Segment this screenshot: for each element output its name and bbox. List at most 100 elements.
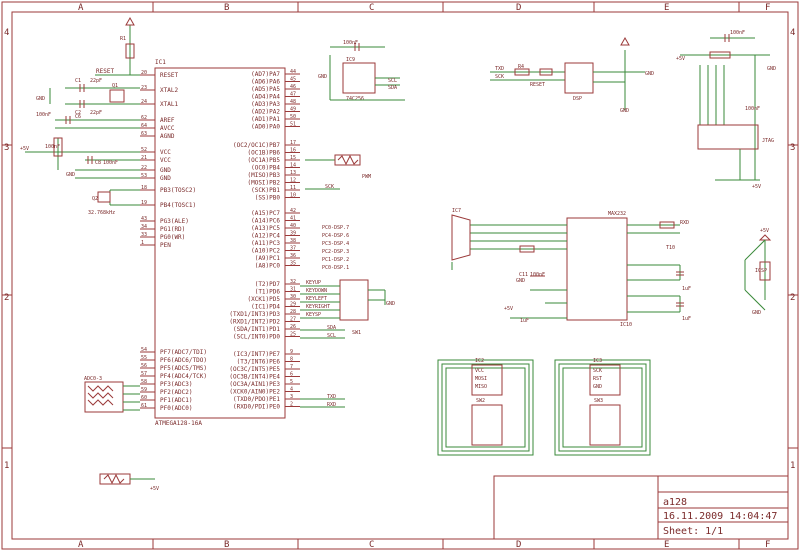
col-label-f-top: F: [765, 3, 770, 13]
ic1-pin-label: (A8)PC0: [255, 263, 281, 270]
ic1-pin-number: 50: [290, 114, 296, 120]
gnd-label-2: GND: [66, 172, 75, 178]
reset-net-label: RESET: [96, 68, 114, 75]
ic1-pin-number: 40: [290, 223, 296, 229]
icsp-label: ICSP: [755, 268, 767, 274]
col-label-c-bottom: C: [369, 540, 374, 550]
ic3-pin-gnd: GND: [593, 384, 602, 390]
c1-label: C1: [75, 78, 81, 84]
net-txd: TXD: [327, 394, 336, 400]
ic1-pin-label: PF4(ADC4/TCK): [160, 373, 207, 380]
ic3-pin-sck: SCK: [593, 368, 602, 374]
ic1-pin-number: 10: [290, 193, 296, 199]
ic1-pin-number: 6: [290, 372, 293, 378]
net-pc-5: PC1-DSP.2: [322, 257, 349, 263]
gnd-label-1: GND: [36, 96, 45, 102]
ic1-pin-label: (OC1B)PB6: [247, 150, 280, 157]
dsp-sck-label: SCK: [495, 74, 504, 80]
col-label-c-top: C: [369, 3, 374, 13]
ic1-pin-label: PG1(RD): [160, 226, 185, 233]
ic1-pin-number: 58: [141, 379, 147, 385]
ic1-pin-number: 54: [141, 347, 147, 353]
aref-caps: 100nF C6: [36, 112, 140, 129]
ic1-pin-number: 62: [141, 115, 147, 121]
q2-label: Q2: [92, 196, 98, 202]
ic1-pin-label: (SS)PB0: [255, 195, 281, 202]
ic10-rxd-label: RXD: [680, 220, 689, 226]
ic1-pin-label: (T1)PD6: [255, 289, 281, 296]
ic1-pin-number: 15: [290, 155, 296, 161]
ic1-pin-label: (AD0)PA0: [251, 124, 280, 131]
row-label-3-left: 3: [4, 143, 9, 153]
ic1-pin-number: 33: [141, 232, 147, 238]
ic1-pin-label: VCC: [160, 149, 171, 156]
net-pc-6: PC0-DSP.1: [322, 265, 349, 271]
pc-net-labels: PC0-DSP.7 PC4-DSP.6 PC3-DSP.4 PC2-DSP.3 …: [322, 225, 349, 271]
ic1-pin-label: (AD5)PA5: [251, 86, 280, 93]
dsp-reset-label: RESET: [530, 82, 545, 88]
ic1-pin-label: PF1(ADC1): [160, 397, 193, 404]
ic1-pin-number: 59: [141, 387, 147, 393]
row-label-2-left: 2: [4, 293, 9, 303]
pwm-label: PWM: [362, 174, 371, 180]
title-block-sheet: Sheet: 1/1: [663, 526, 723, 537]
ic10-vcc-label: +5V: [504, 306, 513, 312]
ic2-pin-mosi: MOSI: [475, 376, 487, 382]
ic1-pin-number: 20: [141, 70, 147, 76]
ic1-pin-label: (OC3C/INT5)PE5: [229, 366, 280, 373]
jtag-circuit: 100nF +5V +5V GND 100nF JTAG: [676, 30, 776, 190]
ic1-pin-label: PF7(ADC7/TDI): [160, 349, 207, 356]
ic1-pin-number: 8: [290, 357, 293, 363]
ic1-pin-label: (A9)PC1: [255, 255, 281, 262]
jtag-cap-label: 100nF: [730, 30, 745, 36]
c6-label: C6: [75, 114, 81, 120]
c2-label: C2: [75, 110, 81, 116]
ic1-pin-label: (XCK0/AIN0)PE2: [229, 389, 280, 396]
c8-value: 100nF: [103, 160, 118, 166]
ic1-pin-label: (AD1)PA1: [251, 116, 280, 123]
ic1-pin-number: 30: [290, 294, 296, 300]
ic1-pin-label: AVCC: [160, 125, 175, 132]
col-label-f-bottom: F: [765, 540, 770, 550]
sw1-label: SW1: [352, 330, 361, 336]
ic1-pin-label: (SDA/INT1)PD1: [233, 326, 280, 333]
c10-label: 100nF: [343, 40, 358, 46]
reset-circuit: R1 RESET: [95, 16, 140, 76]
ic1-pin-number: 1: [141, 240, 144, 246]
ic9-name: IC9: [346, 57, 355, 63]
net-keyright: KEYRIGHT: [306, 304, 330, 310]
ic1-pin-label: RESET: [160, 72, 178, 79]
ic3-connector: IC3 SW3 SCK RST GND: [554, 358, 651, 456]
ic1-pin-label: (T3/INT6)PE6: [237, 359, 281, 366]
db9-label: IC7: [452, 208, 461, 214]
net-sda: SDA: [327, 325, 336, 331]
ic1-pin-number: 22: [141, 165, 147, 171]
net-pc-1: PC0-DSP.7: [322, 225, 349, 231]
title-block-name: a128: [663, 497, 687, 508]
vcc-label-bottom: +5V: [150, 486, 159, 492]
ic1-pin-number: 14: [290, 163, 296, 169]
ic1-pin-number: 27: [290, 317, 296, 323]
pwm-output: PWM: [305, 154, 371, 180]
ic1-pin-number: 26: [290, 324, 296, 330]
ic1-pin-number: 42: [290, 208, 296, 214]
ic2-connector: IC2 SW2 VCC MOSI MISO: [437, 358, 534, 456]
ic1-pin-label: (A11)PC3: [251, 240, 280, 247]
ic10-cap2-label: 1uF: [682, 316, 691, 322]
ic2-pin-vcc: VCC: [475, 368, 484, 374]
ic1-pin-number: 3: [290, 394, 293, 400]
net-keysp: KEYSP: [306, 312, 321, 318]
jtag-label: JTAG: [762, 138, 774, 144]
ic1-pin-label: PEN: [160, 242, 171, 249]
ic10-name: IC10: [620, 322, 632, 328]
ic1-pin-label: (AD2)PA2: [251, 109, 280, 116]
vcc-decoupling: +5V 100nF C8 100nF GND: [20, 137, 140, 179]
net-keyup: KEYUP: [306, 280, 321, 286]
c1-value: 22pF: [90, 78, 102, 84]
row-label-4-right: 4: [790, 28, 795, 38]
ic9-sda-label: SDA: [388, 85, 397, 91]
ic1-pin-label: (TXD1/INT3)PD3: [229, 311, 280, 318]
c8-label: C8: [95, 160, 101, 166]
sw2-label: SW2: [476, 398, 485, 404]
